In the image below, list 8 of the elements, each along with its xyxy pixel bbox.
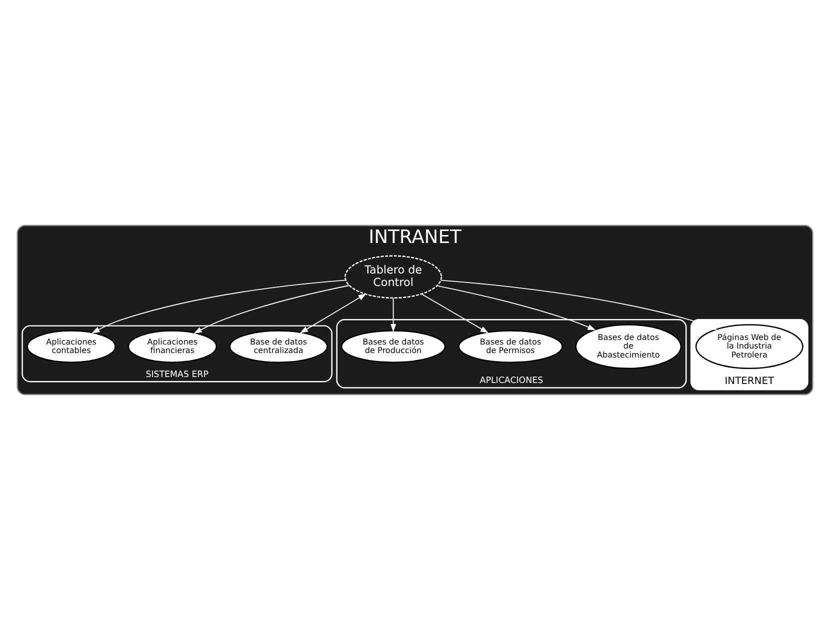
node-ellipse: Tablero de Control [344, 254, 442, 298]
arrow [390, 297, 396, 332]
arrow [193, 284, 350, 334]
arrow [440, 279, 717, 330]
arrow [299, 293, 366, 333]
arrow [420, 293, 488, 333]
arrow [436, 284, 596, 330]
arrow [91, 279, 346, 333]
